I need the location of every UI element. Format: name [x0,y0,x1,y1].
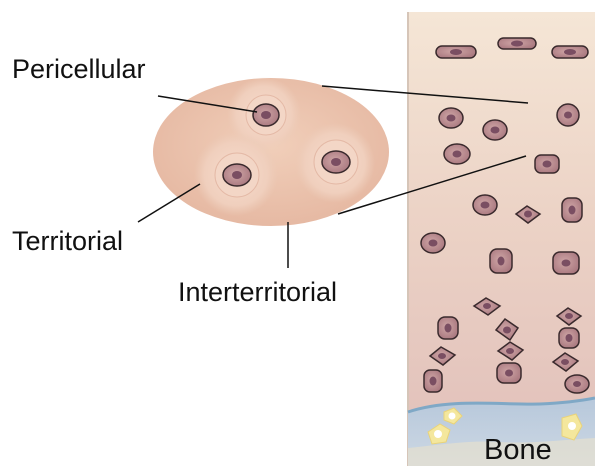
chondrocyte-cell [553,252,579,274]
chondrocyte-cell [490,249,512,273]
chondrocyte-cell [552,46,588,58]
cell-nucleus [331,158,341,166]
chondron-right [295,123,375,203]
territorial-label: Territorial [12,226,123,257]
chondrocyte-cell [439,108,463,128]
chondrocyte-cell [562,198,582,222]
chondrocyte-cell [535,155,559,173]
chondrocyte-cell [436,46,476,58]
chondrocyte-cell [498,38,536,49]
chondrocyte-cell [421,233,445,253]
chondrocyte-cell [497,363,521,383]
cell-nucleus [232,171,242,179]
chondron-left [194,132,278,216]
magnified-cell-cluster [153,77,389,226]
chondrocyte-cell [557,104,579,126]
bone-label: Bone [484,434,552,467]
chondrocyte-cell [565,375,589,393]
chondrocyte-cell [483,120,507,140]
chondrocyte-cell [424,370,442,392]
chondrocyte-cell [473,195,497,215]
cell-nucleus [261,111,271,119]
chondrocyte-cell [559,328,579,348]
chondrocyte-cell [444,144,470,164]
chondrocyte-cell [438,317,458,339]
pericellular-label: Pericellular [12,54,146,85]
interterritorial-label: Interterritorial [178,277,337,308]
